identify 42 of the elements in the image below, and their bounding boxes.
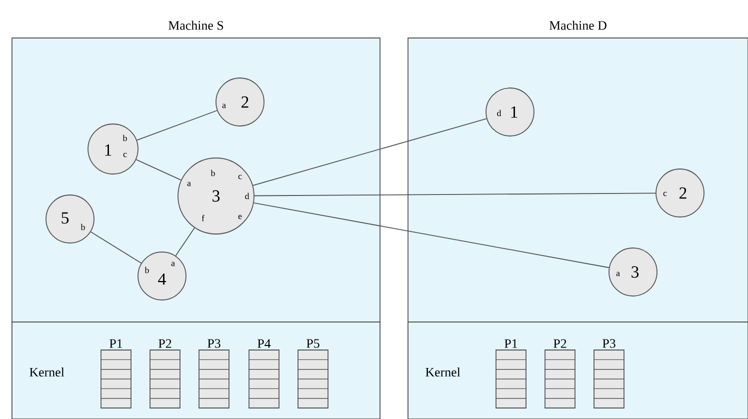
port-label: f [202,214,204,222]
process-label: P1 [504,339,518,348]
port-label: b [144,266,149,274]
connector-line [136,159,182,180]
process-number: 1 [105,144,112,156]
process-number: 4 [158,273,166,285]
connector-line [175,227,195,256]
process-label: P1 [110,339,122,348]
process-number: 1 [511,106,518,118]
port-label: a [187,182,191,186]
port-label: a [616,272,620,276]
process-number: 3 [212,190,220,202]
port-label: a [222,104,226,108]
port-label: d [245,192,250,200]
process-label: P4 [258,339,271,348]
process-label: P3 [208,339,220,348]
connector-line [90,231,142,264]
process-number: 2 [680,187,686,199]
connector-line [253,202,610,268]
kernel-label: Kernel [30,367,64,377]
process-label: P2 [554,339,566,348]
port-label: e [238,214,242,220]
port-label: c [663,192,667,196]
port-label: b [80,224,85,230]
process-number: 5 [62,212,69,224]
process-label: P3 [602,339,616,348]
machine-title: Machine S [168,20,224,30]
port-label: a [171,262,175,266]
port-label: b [210,170,215,176]
connector-line [136,110,218,141]
port-label: b [122,134,127,142]
process-label: P5 [306,339,320,348]
process-number: 2 [242,96,248,108]
port-label: c [238,174,242,180]
process-label: P2 [158,339,172,348]
machine-title: Machine D [549,20,606,30]
port-label: c [123,152,127,158]
connector-line [252,118,487,186]
port-label: d [497,110,502,116]
connector-line [254,192,656,196]
process-number: 3 [632,266,639,278]
kernel-label: Kernel [426,367,460,377]
